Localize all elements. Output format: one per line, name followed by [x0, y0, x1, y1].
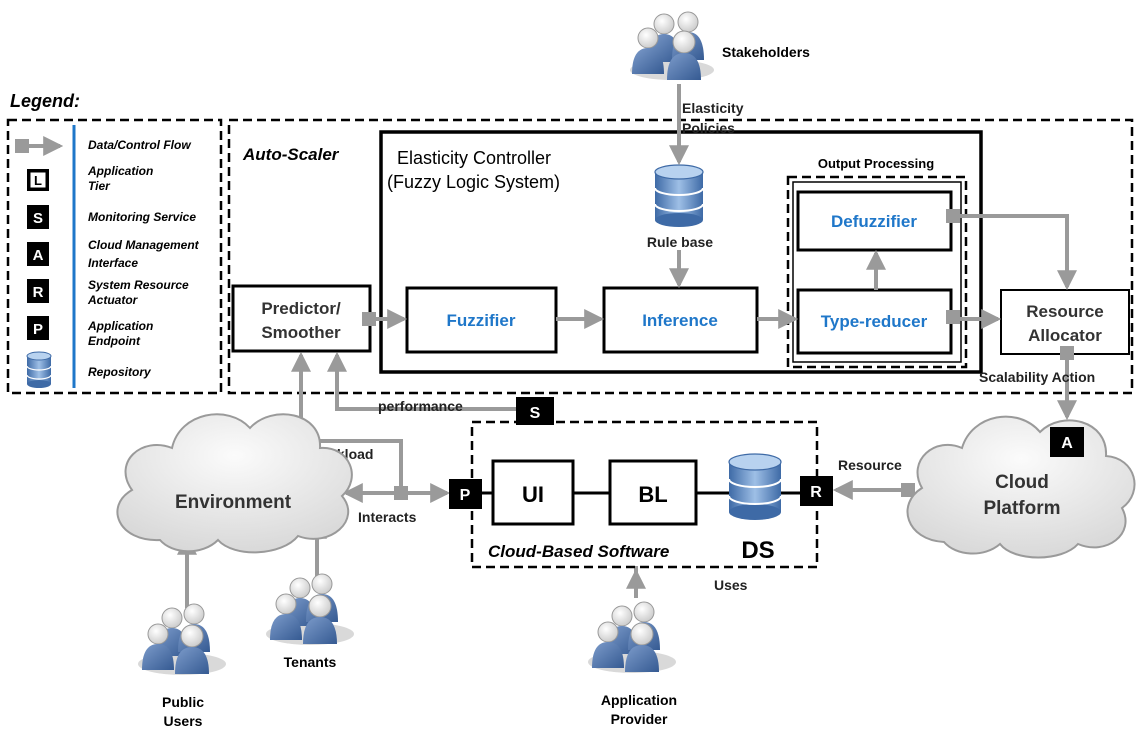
scalability-action-label: Scalability Action — [979, 369, 1095, 385]
svg-text:Predictor/: Predictor/ — [261, 299, 341, 318]
application-provider-icon — [588, 601, 676, 673]
svg-text:L: L — [34, 173, 42, 188]
legend-label-monitoring: Monitoring Service — [88, 210, 196, 224]
uses-label: Uses — [714, 577, 748, 593]
legend-label-repository: Repository — [88, 365, 152, 379]
svg-text:Fuzzifier: Fuzzifier — [447, 311, 516, 330]
rule-base-label: Rule base — [647, 234, 713, 250]
controller-title-line2: (Fuzzy Logic System) — [387, 172, 560, 192]
legend-flow-swatch — [15, 136, 64, 156]
legend-label-resource-actuator: System Resource Actuator — [87, 278, 192, 307]
legend-repository-icon — [26, 351, 52, 388]
flow-arrows — [177, 84, 1077, 608]
legend-swatch-A: A — [27, 242, 49, 266]
ui-box: UI — [491, 459, 575, 526]
defuzzifier-box: Defuzzifier — [796, 190, 953, 252]
cloud-software-title: Cloud-Based Software — [488, 542, 669, 561]
legend-swatch-S: S — [27, 205, 49, 229]
legend-label-flow: Data/Control Flow — [88, 138, 191, 152]
resource-allocator-box: Resource Allocator — [1000, 289, 1130, 355]
fuzzifier-box: Fuzzifier — [405, 286, 558, 354]
arrow-performance-to-predictor — [327, 351, 536, 411]
tenants-icon — [266, 573, 354, 645]
marker-r: R — [800, 476, 833, 506]
environment-label: Environment — [175, 492, 292, 513]
resource-label: Resource — [838, 457, 902, 473]
legend-title: Legend: — [10, 91, 80, 111]
flow-connector-squares — [362, 209, 1074, 500]
marker-s: S — [516, 397, 554, 425]
legend-box — [6, 118, 223, 395]
predictor-smoother-box: Predictor/ Smoother — [231, 284, 372, 353]
legend-label-application-tier: Application Tier — [87, 164, 157, 193]
tenants-label: Tenants — [284, 654, 337, 670]
marker-a: A — [1050, 427, 1084, 457]
legend-swatch-L: L — [27, 169, 49, 191]
output-processing-inner — [792, 181, 962, 363]
svg-text:Resource: Resource — [1026, 302, 1103, 321]
cloud-platform-label-line1: Cloud — [995, 472, 1049, 493]
controller-title-line1: Elasticity Controller — [397, 148, 551, 168]
bl-box: BL — [608, 459, 698, 526]
application-provider-label-line1: Application — [601, 692, 677, 708]
output-processing-box — [786, 175, 968, 369]
svg-text:P: P — [33, 321, 43, 338]
svg-text:S: S — [33, 210, 43, 227]
arrow-defuzzifier-to-allocator — [951, 214, 1077, 291]
svg-text:A: A — [1061, 435, 1073, 452]
cloud-software-box — [470, 420, 819, 569]
output-processing-title: Output Processing — [818, 156, 934, 171]
ds-label: DS — [741, 537, 774, 564]
svg-text:BL: BL — [638, 482, 667, 507]
svg-text:R: R — [33, 284, 44, 301]
legend-swatch-R: R — [27, 279, 49, 303]
svg-text:UI: UI — [522, 482, 544, 507]
application-provider-label-line2: Provider — [611, 711, 668, 727]
arrow-workload-to-predictor — [291, 351, 403, 493]
svg-text:A: A — [33, 247, 44, 264]
svg-text:P: P — [460, 487, 471, 504]
marker-p: P — [449, 479, 482, 509]
svg-text:Smoother: Smoother — [261, 323, 341, 342]
ds-database-icon — [728, 453, 782, 520]
public-users-label-line1: Public — [162, 694, 204, 710]
policies-label-line2: Policies — [682, 120, 735, 136]
svg-text:Inference: Inference — [642, 311, 718, 330]
legend-label-endpoint: Application Endpoint — [87, 319, 157, 348]
stakeholders-icon — [630, 11, 714, 80]
svg-text:Allocator: Allocator — [1028, 326, 1102, 345]
cloud-platform-label-line2: Platform — [983, 498, 1060, 519]
interacts-label: Interacts — [358, 509, 417, 525]
public-users-label-line2: Users — [164, 713, 203, 729]
performance-label: performance — [378, 398, 463, 414]
svg-text:Type-reducer: Type-reducer — [821, 312, 928, 331]
public-users-icon — [138, 603, 226, 675]
legend-label-cloud-management: Cloud Management Interface — [88, 238, 202, 270]
legend-swatch-P: P — [27, 316, 49, 340]
type-reducer-box: Type-reducer — [796, 288, 953, 355]
inference-box: Inference — [602, 286, 759, 354]
rule-base-database-icon — [654, 164, 704, 227]
environment-cloud — [116, 413, 353, 554]
svg-text:R: R — [810, 484, 822, 501]
policies-label-line1: Elasticity — [682, 100, 744, 116]
autoscaler-title: Auto-Scaler — [242, 145, 340, 164]
svg-text:Defuzzifier: Defuzzifier — [831, 212, 917, 231]
stakeholders-label: Stakeholders — [722, 44, 810, 60]
svg-text:S: S — [530, 405, 541, 422]
